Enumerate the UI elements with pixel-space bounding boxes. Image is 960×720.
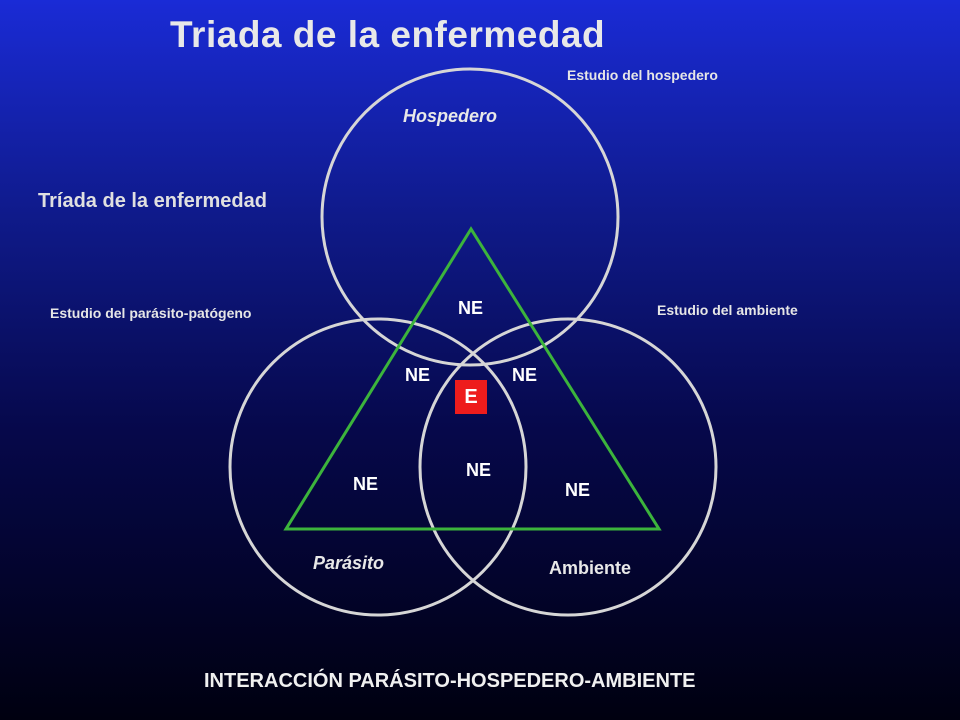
page-title: Triada de la enfermedad	[170, 14, 606, 55]
environment-circle-label: Ambiente	[549, 558, 632, 578]
host-circle	[320, 67, 620, 367]
environment-circle	[418, 317, 718, 617]
region-center-bottom-label: NE	[466, 460, 492, 480]
footer-caption: INTERACCIÓN PARÁSITO-HOSPEDERO-AMBIENTE	[204, 670, 696, 692]
center-disease-box: E	[455, 380, 487, 414]
region-top-label: NE	[458, 298, 484, 318]
host-circle-label: Hospedero	[403, 106, 498, 126]
region-left-label: NE	[405, 365, 431, 385]
region-bottom-right-label: NE	[565, 480, 591, 500]
study-environment-label: Estudio del ambiente	[657, 302, 798, 318]
region-right-label: NE	[512, 365, 538, 385]
parasite-circle-label: Parásito	[313, 553, 385, 573]
study-parasite-label: Estudio del parásito-patógeno	[50, 305, 252, 321]
disease-triangle	[283, 226, 662, 531]
parasite-circle	[228, 317, 528, 617]
study-host-label: Estudio del hospedero	[567, 67, 718, 83]
region-bottom-left-label: NE	[353, 474, 379, 494]
diagram-subtitle: Tríada de la enfermedad	[38, 190, 267, 212]
